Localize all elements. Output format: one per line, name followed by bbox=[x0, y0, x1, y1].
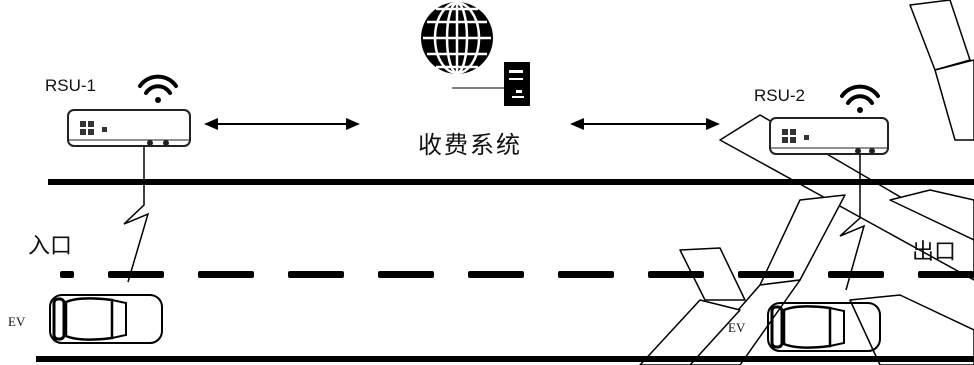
lane-dash bbox=[648, 271, 704, 278]
lane-dash bbox=[468, 271, 524, 278]
lane-dash bbox=[288, 271, 344, 278]
rsu-right-device bbox=[769, 117, 889, 155]
lane-dash bbox=[918, 271, 974, 278]
vehicle-left-label: EV bbox=[8, 314, 26, 329]
link-arrow-right bbox=[570, 118, 720, 130]
vehicle-left bbox=[49, 294, 163, 344]
lane-dash bbox=[738, 271, 794, 278]
link-arrow-left bbox=[204, 118, 360, 130]
lane-dash bbox=[558, 271, 614, 278]
signal-link-left bbox=[123, 146, 150, 283]
lane-dash bbox=[198, 271, 254, 278]
lane-dash bbox=[108, 271, 164, 278]
road-top-edge bbox=[48, 179, 974, 185]
exit-label: 出口 bbox=[912, 240, 957, 265]
server-icon bbox=[452, 62, 530, 106]
vehicle-right bbox=[767, 302, 881, 352]
lane-dash bbox=[378, 271, 434, 278]
rsu-left-label: RSU-1 bbox=[45, 76, 97, 95]
lane-dash bbox=[828, 271, 884, 278]
signal-link-right bbox=[839, 154, 866, 291]
rsu-left-device bbox=[67, 109, 191, 147]
entrance-label: 入口 bbox=[28, 234, 73, 259]
globe-icon bbox=[421, 1, 493, 75]
lane-divider bbox=[60, 271, 974, 278]
toll-system-label: 收费系统 bbox=[418, 131, 522, 159]
rsu-right-label: RSU-2 bbox=[754, 86, 806, 105]
vehicle-right-label: EV bbox=[728, 320, 746, 335]
wifi-icon bbox=[138, 74, 178, 103]
watermark bbox=[639, 0, 974, 365]
road-bottom-edge bbox=[36, 356, 974, 362]
wifi-icon bbox=[840, 84, 880, 113]
lane-dash bbox=[60, 271, 74, 278]
